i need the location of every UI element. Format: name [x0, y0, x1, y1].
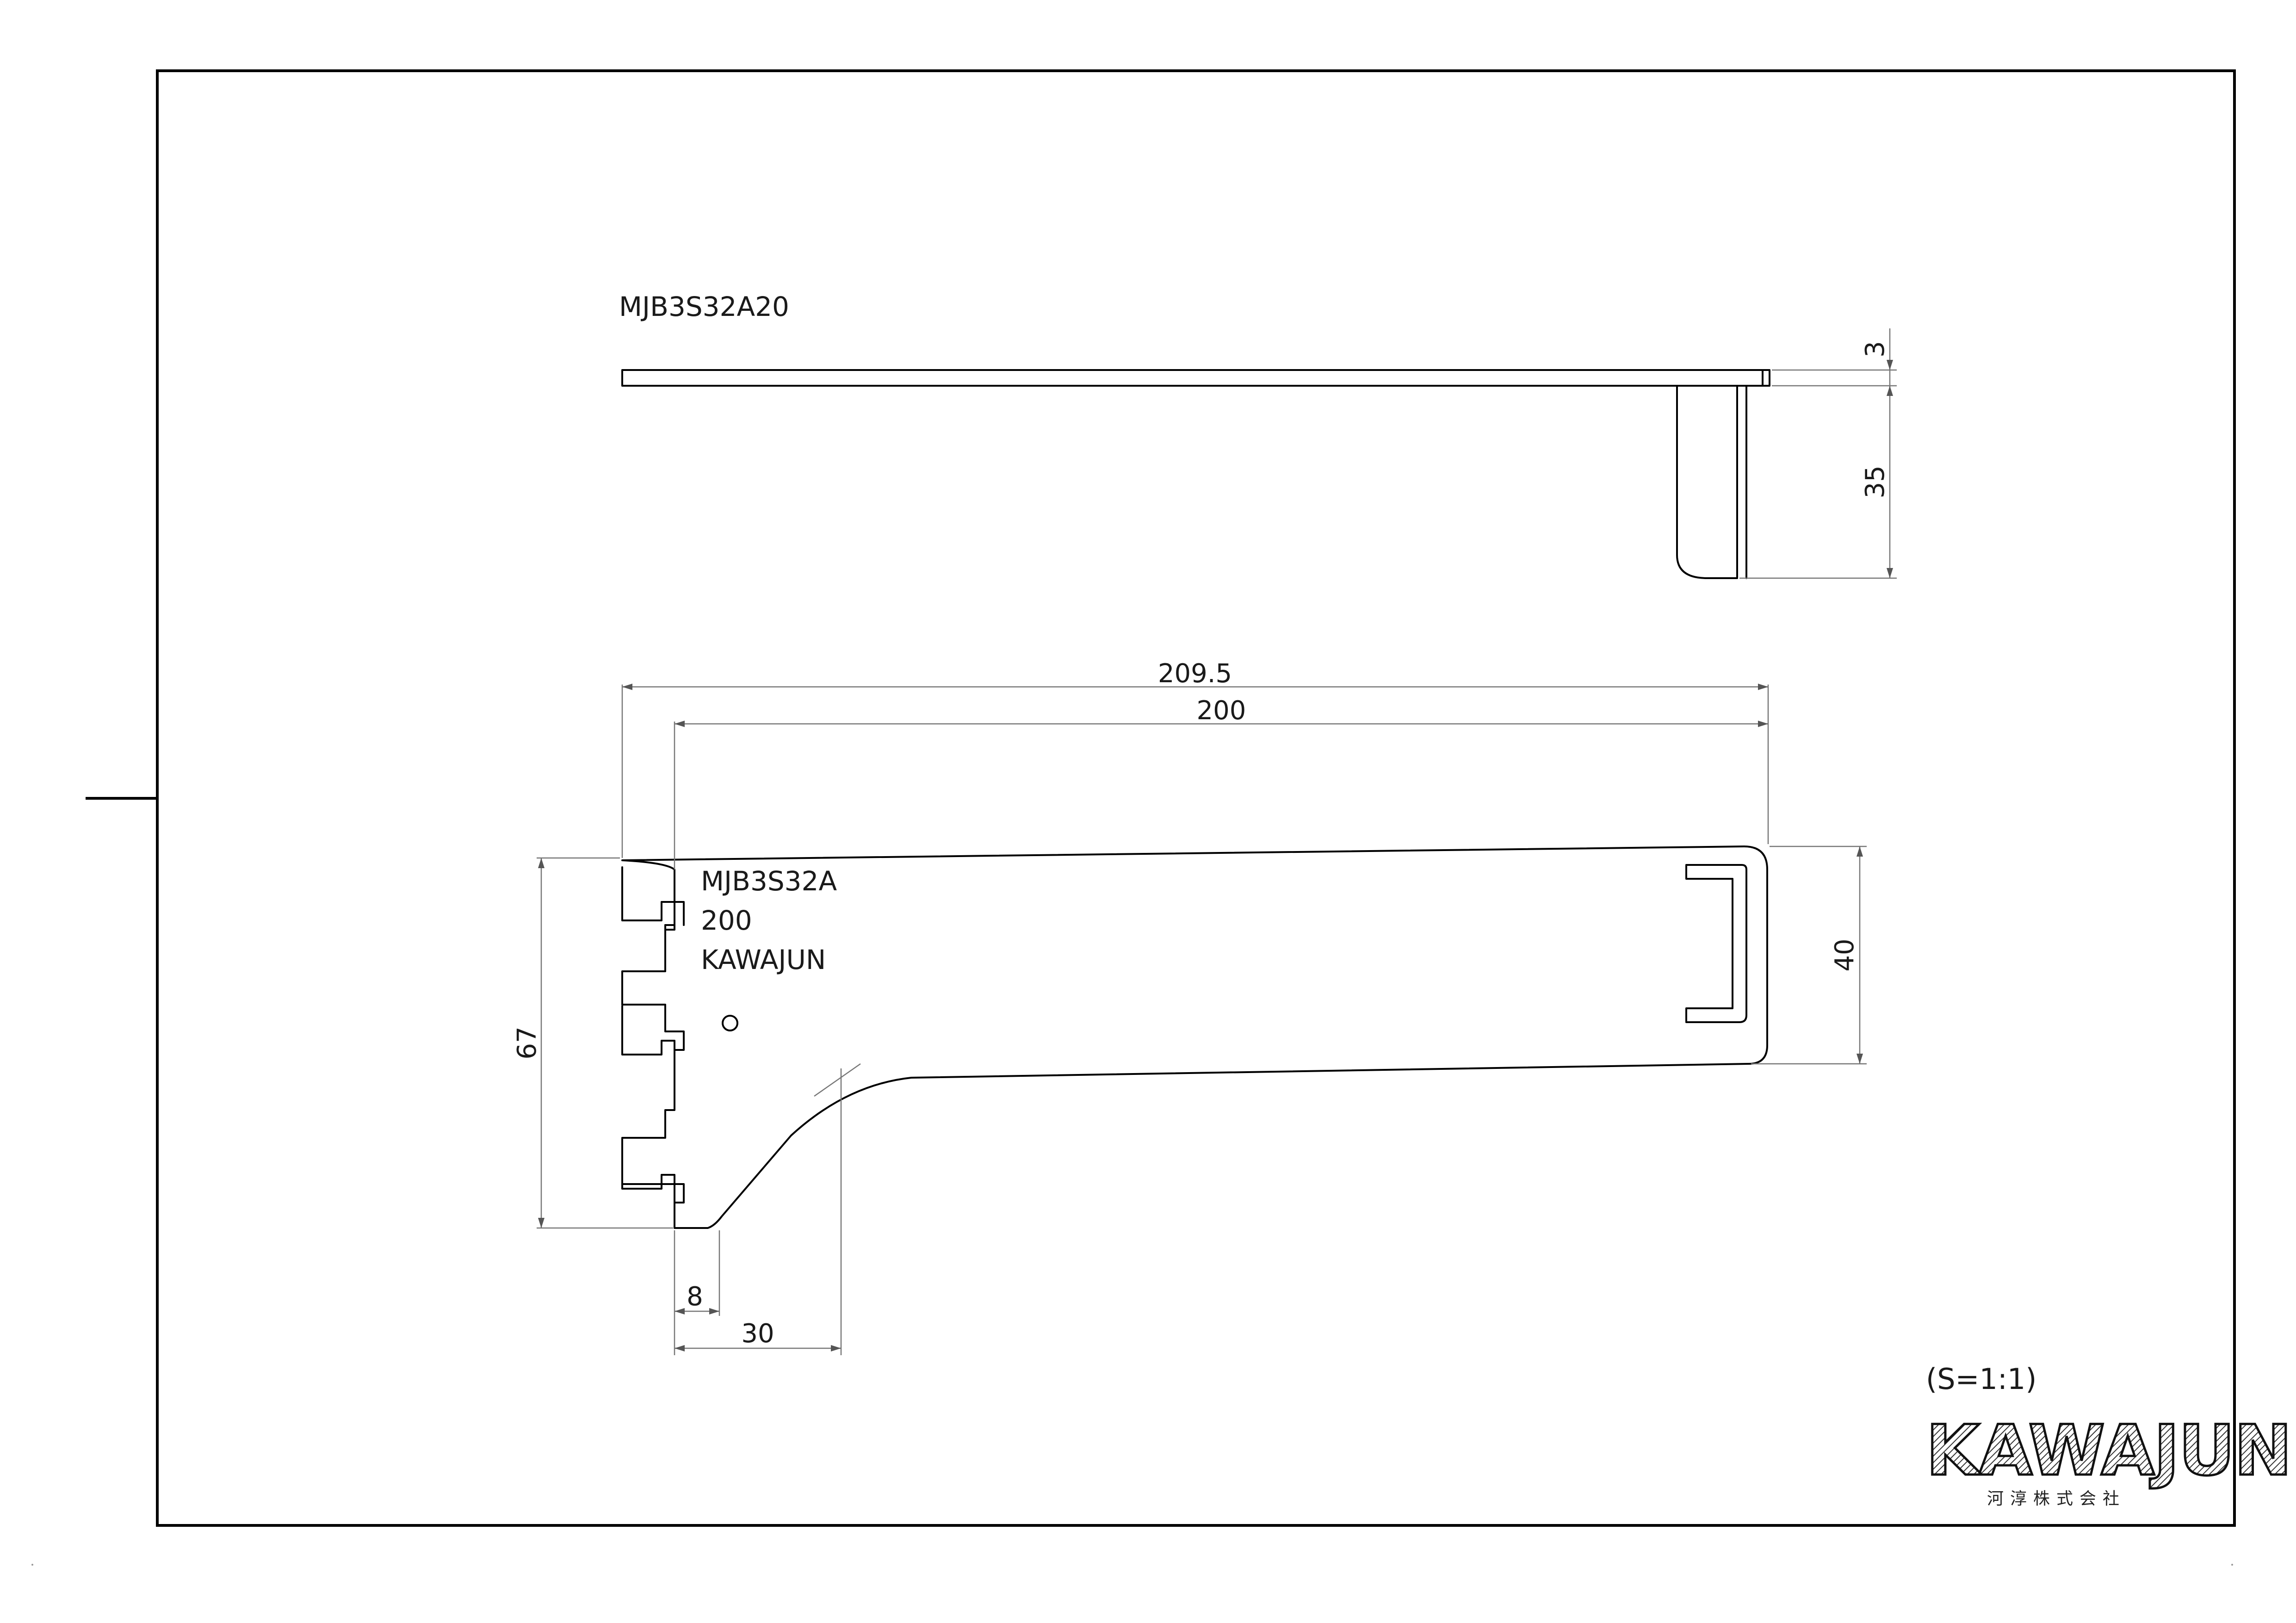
- arrow: [538, 1218, 545, 1228]
- arrow: [1857, 846, 1863, 857]
- dim-top-height: 35: [1860, 465, 1890, 498]
- arrow: [675, 721, 685, 727]
- arrow: [1887, 568, 1893, 578]
- bracket-slot: [1685, 864, 1747, 1023]
- top-view-label: MJB3S32A20: [619, 291, 789, 322]
- dim-notch-width: 8: [687, 1282, 703, 1312]
- arrow: [709, 1308, 719, 1314]
- bracket-outline: [621, 845, 1768, 1229]
- company-logo: KAWAJUN: [1926, 1411, 2291, 1491]
- stamp-line-2: 200: [701, 905, 752, 936]
- dim-tip-height: 40: [1830, 938, 1860, 971]
- arrow: [622, 684, 632, 690]
- dim-length: 200: [1197, 696, 1246, 726]
- bracket-notches-detail: [621, 866, 675, 1203]
- drawing-frame: [156, 69, 2236, 1527]
- stamp-line-1: MJB3S32A: [701, 865, 837, 897]
- dim-curve-tangent: [814, 1063, 861, 1097]
- dim-total-length: 209.5: [1158, 659, 1232, 689]
- dim-curve-width: 30: [741, 1319, 774, 1349]
- stamp-line-3: KAWAJUN: [701, 944, 826, 975]
- company-logo-subtitle: 河淳株式会社: [1987, 1489, 2126, 1508]
- arrow: [675, 1308, 685, 1314]
- dim-height: 67: [512, 1026, 542, 1059]
- top-view-shelf-plate: [621, 369, 1770, 387]
- arrow: [1758, 721, 1768, 727]
- bracket-hole: [722, 1015, 738, 1031]
- arrow: [538, 858, 545, 868]
- corner-dot-left: [31, 1564, 33, 1566]
- arrow: [1857, 1054, 1863, 1064]
- arrow: [675, 1345, 685, 1351]
- top-view: MJB3S32A20 3 35: [619, 291, 1897, 579]
- corner-dot-right: [2231, 1564, 2233, 1566]
- top-view-hook-body: [1676, 385, 1738, 579]
- arrow: [1887, 360, 1893, 370]
- arrow: [1887, 386, 1893, 396]
- scale-note: (S=1:1): [1926, 1362, 2036, 1396]
- front-view: MJB3S32A 200 KAWAJUN 209.5 200 67 40: [512, 659, 1867, 1355]
- arrow: [831, 1345, 841, 1351]
- dim-top-thickness: 3: [1860, 341, 1890, 358]
- arrow: [1758, 684, 1768, 690]
